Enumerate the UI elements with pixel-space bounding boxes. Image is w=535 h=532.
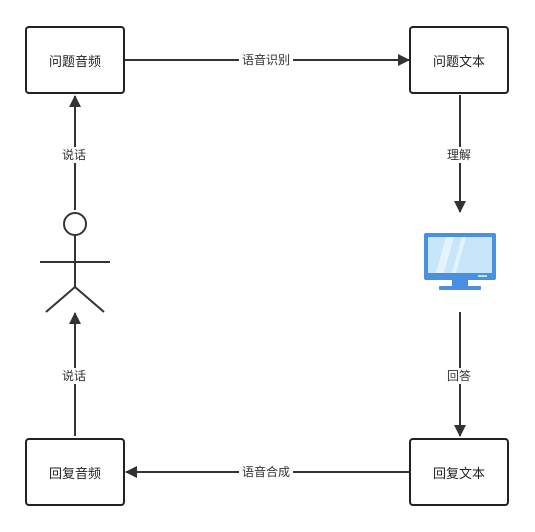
node-question-audio: 问题音频 (25, 26, 125, 94)
node-question-text: 问题文本 (409, 26, 509, 94)
monitor-icon (424, 233, 496, 290)
label-understand: 理解 (444, 147, 475, 163)
label-speak-upper: 说话 (59, 147, 90, 163)
node-reply-audio: 回复音频 (25, 438, 125, 506)
label-speak-lower: 说话 (59, 368, 90, 384)
label-speech-synthesis: 语音合成 (239, 464, 294, 480)
stick-figure-user-icon (40, 212, 110, 313)
node-reply-text: 回复文本 (409, 438, 509, 506)
label-answer: 回答 (444, 368, 475, 384)
label-speech-recognition: 语音识别 (239, 52, 294, 68)
